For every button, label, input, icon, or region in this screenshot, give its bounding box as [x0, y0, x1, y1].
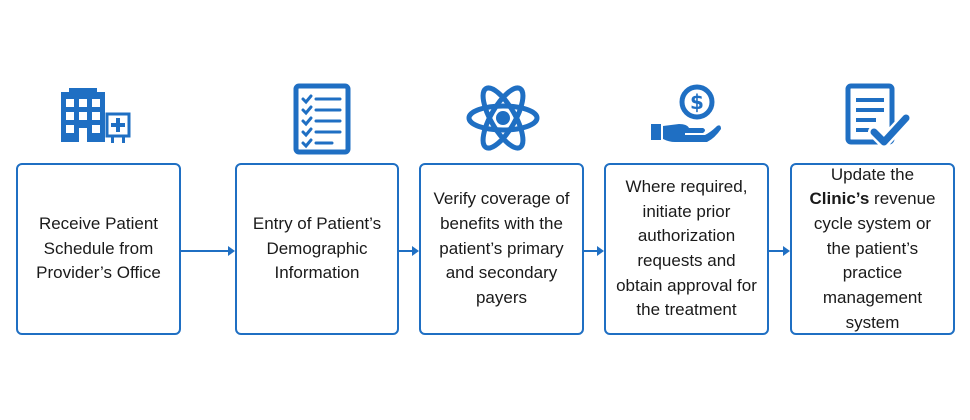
atom-icon [463, 78, 543, 158]
document-check-icon [842, 80, 922, 160]
step-3-box: Verify coverage of benefits with the pat… [419, 163, 584, 335]
step-3-text: Verify coverage of benefits with the pat… [433, 189, 570, 307]
hospital-icon [55, 80, 135, 160]
checklist-icon [282, 80, 362, 160]
step-4-text: Where required, initiate prior authoriza… [616, 177, 757, 320]
arrow-2 [399, 246, 419, 256]
svg-text:$: $ [690, 90, 704, 114]
hand-dollar-icon: $ [645, 78, 725, 158]
step-1-text: Receive Patient Schedule from Provider’s… [36, 214, 161, 283]
clinic-emphasis: Clinic’s [809, 189, 870, 209]
arrow-4 [769, 246, 790, 256]
step-5-box: Update the Clinic’s revenue cycle system… [790, 163, 955, 335]
arrow-1 [181, 246, 235, 256]
step-5-text: Update the Clinic’s revenue cycle system… [809, 164, 936, 332]
step-2-box: Entry of Patient’s Demographic Informati… [235, 163, 399, 335]
step-2-text: Entry of Patient’s Demographic Informati… [252, 214, 382, 283]
step-1-box: Receive Patient Schedule from Provider’s… [16, 163, 181, 335]
step-4-box: Where required, initiate prior authoriza… [604, 163, 769, 335]
arrow-3 [584, 246, 604, 256]
